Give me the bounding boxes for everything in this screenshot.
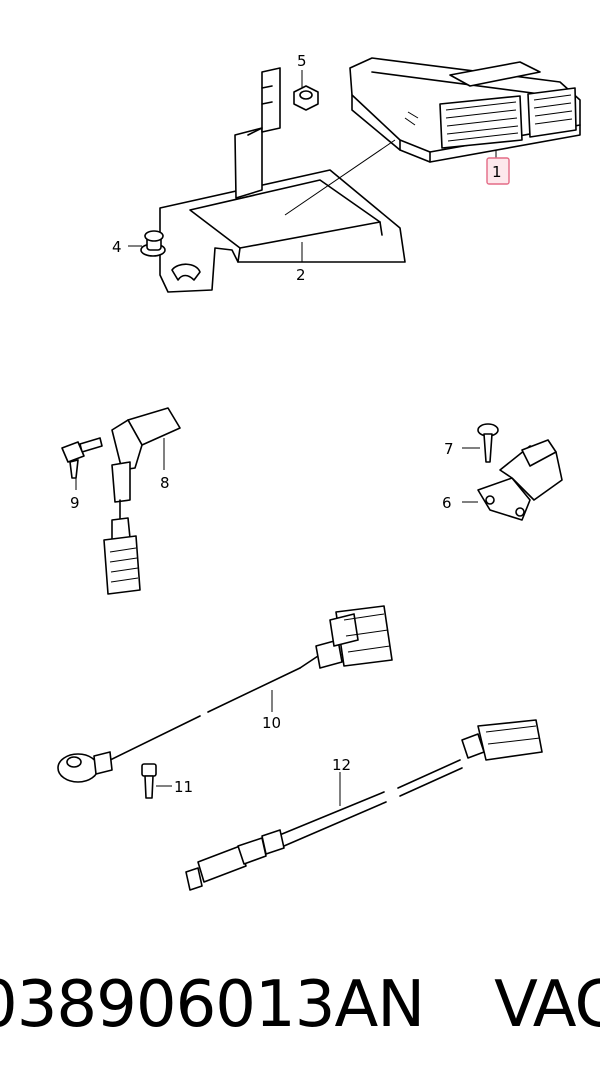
callout-6: 6 <box>442 494 452 512</box>
control-unit <box>349 57 581 163</box>
callout-8: 8 <box>160 474 170 492</box>
leader-lines <box>75 70 497 806</box>
callout-11: 11 <box>174 778 193 796</box>
oxygen-sensor <box>185 719 543 891</box>
assembly-guide-line <box>284 139 396 216</box>
callout-5: 5 <box>297 52 307 70</box>
callout-4: 4 <box>112 238 122 256</box>
rubber-grommet <box>140 230 166 257</box>
nut <box>293 85 319 111</box>
callout-10: 10 <box>262 714 281 732</box>
callout-12: 12 <box>332 756 351 774</box>
hex-bolt <box>61 437 103 479</box>
screw <box>477 423 499 463</box>
brand-name: VAG <box>494 968 600 1042</box>
callout-1: 1 <box>492 163 502 181</box>
callout-7: 7 <box>444 440 454 458</box>
highlight-box <box>486 157 510 185</box>
part-number: 038906013AN <box>0 968 425 1042</box>
mounting-bracket <box>159 67 406 293</box>
knock-sensor <box>57 605 393 783</box>
callout-2: 2 <box>296 266 306 284</box>
callout-9: 9 <box>70 494 80 512</box>
sensor-bolt <box>141 763 157 799</box>
pressure-sensor <box>477 439 563 521</box>
parts-diagram: 1 2 4 5 6 7 8 9 10 11 12 <box>57 52 581 891</box>
speed-sensor <box>103 407 181 595</box>
part-caption: 038906013AN VAG <box>0 950 600 1060</box>
